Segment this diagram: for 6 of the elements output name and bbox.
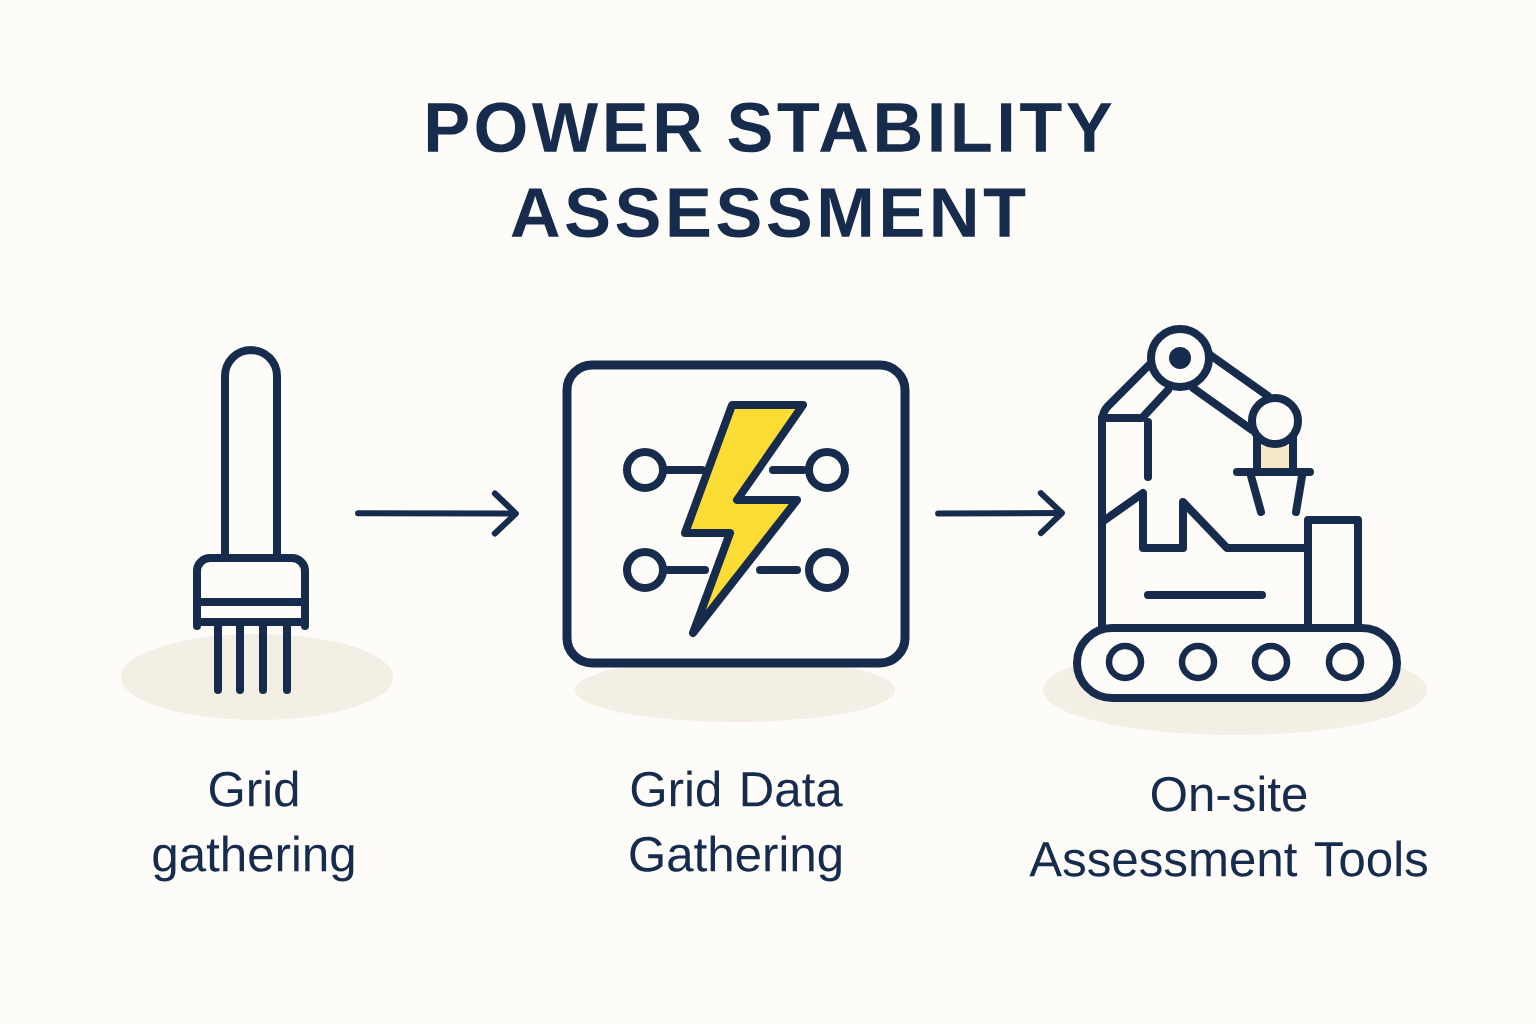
arrow [355,490,519,537]
arrow [935,490,1065,537]
node-label: Grid gathering [153,770,354,882]
title: POWER STABILITY ASSESSMENT [427,102,1112,238]
node-label: Grid Data Gathering [630,770,843,882]
node-label: On-site Assessment Tools [1029,775,1427,877]
